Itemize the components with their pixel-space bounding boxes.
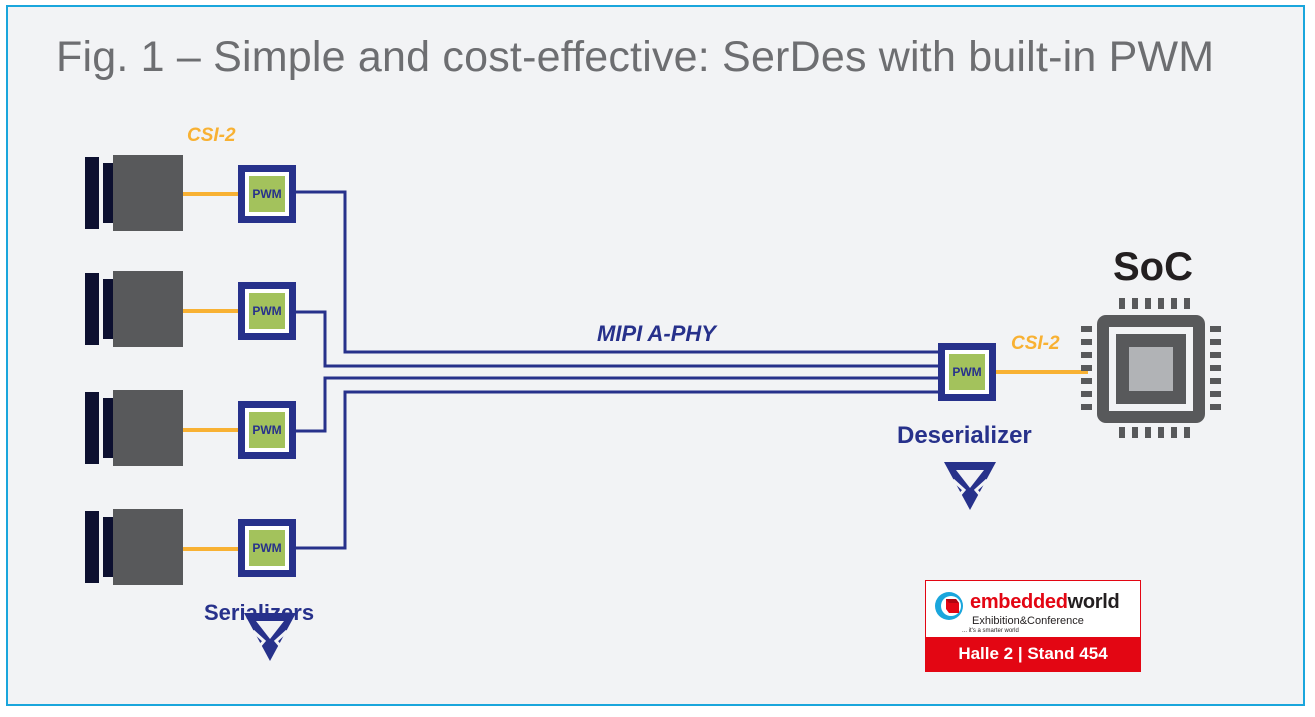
pwm-label: PWM [952,365,982,379]
camera-icon [85,390,183,466]
pwm-label: PWM [252,541,282,555]
mipi-aphy-links [296,190,938,550]
serializer-1 [238,165,296,223]
embedded-world-badge: embeddedworld Exhibition&Conference ... … [925,580,1141,672]
embedded-world-name: embeddedworld [970,591,1120,614]
soc-chip-icon [1081,298,1221,438]
stand-info: Halle 2 | Stand 454 [926,637,1140,671]
camera-icon [85,509,183,585]
embedded-world-tagline: ... it's a smarter world [962,628,1019,634]
figure-frame: Fig. 1 – Simple and cost-effective: SerD… [6,5,1305,706]
pwm-label: PWM [252,304,282,318]
pwm-label: PWM [252,187,282,201]
mipi-aphy-label: MIPI A-PHY [597,321,716,346]
serializer-4 [238,519,296,577]
embedded-world-subtitle: Exhibition&Conference [972,615,1084,627]
embedded-world-logo-icon [935,592,963,620]
serializer-3 [238,401,296,459]
figure-title: Fig. 1 – Simple and cost-effective: SerD… [56,33,1215,81]
serializers-label: Serializers [204,600,315,625]
camera-icon [85,155,183,231]
soc-label: SoC [1113,245,1193,289]
deserializer [938,343,996,401]
brand-name-part2: world [1067,591,1120,613]
serializer-2 [238,282,296,340]
vendor-logo-icon [944,462,996,510]
csi2-label-serializer: CSI-2 [187,125,236,146]
csi2-label-deserializer: CSI-2 [1011,333,1060,354]
brand-name-part1: embedded [970,591,1068,613]
pwm-label: PWM [252,423,282,437]
deserializer-label: Deserializer [897,422,1032,449]
serdes-diagram [85,155,1221,661]
csi2-connections [183,192,1088,551]
camera-icon [85,271,183,347]
vendor-logo-icon [244,613,296,661]
